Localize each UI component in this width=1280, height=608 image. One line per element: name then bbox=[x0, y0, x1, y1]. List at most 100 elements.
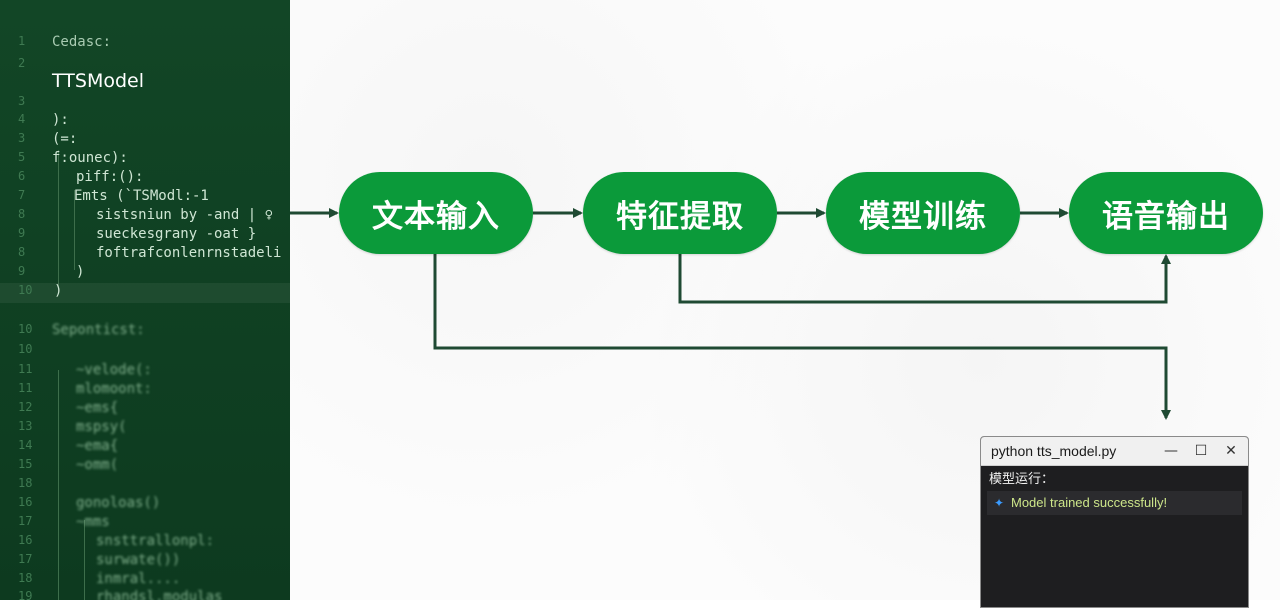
terminal-title: python tts_model.py bbox=[991, 443, 1117, 459]
indent-guide bbox=[74, 190, 75, 270]
line-number: 13 bbox=[18, 419, 33, 433]
line-number: 10 bbox=[18, 322, 33, 336]
arrow-input-to-terminal bbox=[433, 254, 1171, 420]
code-text: ~ema{ bbox=[76, 438, 119, 454]
code-line: 3 bbox=[0, 94, 290, 114]
code-text: mspsy( bbox=[76, 419, 127, 435]
code-text: surwate()) bbox=[96, 552, 181, 568]
terminal-body[interactable]: 模型运行： ✦ Model trained successfully! bbox=[981, 466, 1248, 519]
code-line: 1 Cedasc: bbox=[0, 34, 290, 54]
code-line: 9 ) bbox=[0, 264, 290, 284]
code-line: 8 sistsniun by -and | ♀ bbox=[0, 207, 290, 227]
terminal-success-line: ✦ Model trained successfully! bbox=[987, 491, 1242, 515]
line-number: 6 bbox=[18, 169, 26, 183]
line-number: 11 bbox=[18, 362, 33, 376]
code-editor-panel: 1 Cedasc: 2 TTSModel 3 4 ): 3 (=: 5 f:ou… bbox=[0, 0, 290, 600]
line-number: 10 bbox=[18, 342, 33, 356]
code-line: 7 Emts (`TSModl:-1 bbox=[0, 188, 290, 208]
code-line: 11 mlomoont: bbox=[0, 381, 290, 401]
code-text: inmral.... bbox=[96, 571, 181, 587]
code-line: 9 sueckesgrany -oat } bbox=[0, 226, 290, 246]
code-line: 6 piff:(): bbox=[0, 169, 290, 189]
sparkle-icon: ✦ bbox=[993, 496, 1005, 510]
indent-guide bbox=[58, 370, 59, 600]
line-number: 3 bbox=[18, 94, 26, 108]
code-text: ~omm( bbox=[76, 457, 119, 473]
code-line: 10 Seponticst: bbox=[0, 322, 290, 342]
line-number: 12 bbox=[18, 400, 33, 414]
line-number: 17 bbox=[18, 514, 33, 528]
line-number: 3 bbox=[18, 131, 26, 145]
success-message: Model trained successfully! bbox=[1011, 495, 1168, 510]
code-text: f:ounec): bbox=[52, 150, 128, 166]
code-text: ) bbox=[54, 283, 63, 299]
code-line: 13 mspsy( bbox=[0, 419, 290, 439]
line-number: 11 bbox=[18, 381, 33, 395]
code-line: 2 bbox=[0, 56, 290, 76]
node-label: 模型训练 bbox=[859, 198, 987, 235]
node-model-training[interactable]: 模型训练 bbox=[826, 172, 1020, 254]
line-number: 7 bbox=[18, 188, 26, 202]
code-text: Seponticst: bbox=[52, 322, 145, 338]
code-line: 18 inmral.... bbox=[0, 571, 290, 591]
code-line-highlighted: 10 ) bbox=[0, 283, 290, 303]
maximize-icon: ☐ bbox=[1194, 443, 1208, 459]
code-line: 5 f:ounec): bbox=[0, 150, 290, 170]
code-line: 12 ~ems{ bbox=[0, 400, 290, 420]
minimize-button[interactable]: — bbox=[1156, 437, 1186, 465]
code-text: Cedasc: bbox=[52, 34, 112, 50]
code-line: 11 ~velode(: bbox=[0, 362, 290, 382]
arrow-feature-to-output-loop bbox=[678, 254, 1171, 304]
code-line: TTSModel bbox=[0, 70, 290, 92]
line-number: 14 bbox=[18, 438, 33, 452]
node-label: 文本输入 bbox=[372, 198, 500, 235]
line-number: 4 bbox=[18, 112, 26, 126]
code-text: sistsniun by -and | ♀ bbox=[96, 207, 274, 223]
code-line: 15 ~omm( bbox=[0, 457, 290, 477]
line-number: 18 bbox=[18, 476, 33, 490]
line-number: 1 bbox=[18, 34, 26, 48]
code-text: ~ems{ bbox=[76, 400, 119, 416]
code-text: mlomoont: bbox=[76, 381, 152, 397]
node-speech-output[interactable]: 语音输出 bbox=[1069, 172, 1263, 254]
code-text: piff:(): bbox=[76, 169, 144, 185]
code-line: 19 rhandsl.modulas bbox=[0, 589, 290, 600]
line-number: 8 bbox=[18, 207, 26, 221]
code-line: 10 bbox=[0, 342, 290, 362]
code-class-name: TTSModel bbox=[52, 70, 144, 92]
line-number: 2 bbox=[18, 56, 26, 70]
terminal-window[interactable]: python tts_model.py — ☐ ✕ 模型运行： ✦ Model … bbox=[980, 436, 1249, 608]
line-number: 8 bbox=[18, 245, 26, 259]
code-text: (=: bbox=[52, 131, 78, 147]
line-number: 5 bbox=[18, 150, 26, 164]
line-number: 15 bbox=[18, 457, 33, 471]
line-number: 16 bbox=[18, 495, 33, 509]
line-number: 9 bbox=[18, 226, 26, 240]
minimize-icon: — bbox=[1164, 443, 1178, 459]
line-number: 19 bbox=[18, 589, 33, 600]
line-number: 18 bbox=[18, 571, 33, 585]
terminal-titlebar[interactable]: python tts_model.py — ☐ ✕ bbox=[981, 437, 1248, 466]
code-text: rhandsl.modulas bbox=[96, 589, 223, 600]
node-text-input[interactable]: 文本输入 bbox=[339, 172, 533, 254]
code-line: 16 snsttrallonpl: bbox=[0, 533, 290, 553]
line-number: 10 bbox=[18, 283, 33, 297]
code-text: ~mms bbox=[76, 514, 110, 530]
code-line: 4 ): bbox=[0, 112, 290, 132]
code-line: 14 ~ema{ bbox=[0, 438, 290, 458]
line-number: 9 bbox=[18, 264, 26, 278]
code-line: 17 ~mms bbox=[0, 514, 290, 534]
code-text: ~velode(: bbox=[76, 362, 152, 378]
code-text: foftrafconlenrnstadeli bbox=[96, 245, 282, 261]
node-feature-extraction[interactable]: 特征提取 bbox=[583, 172, 777, 254]
code-line: 16 gonoloas() bbox=[0, 495, 290, 515]
code-text: Emts (`TSModl:-1 bbox=[74, 188, 209, 204]
indent-guide bbox=[84, 520, 85, 600]
code-text: snsttrallonpl: bbox=[96, 533, 215, 549]
maximize-button[interactable]: ☐ bbox=[1186, 437, 1216, 465]
terminal-output-line: 模型运行： bbox=[989, 471, 1055, 486]
close-button[interactable]: ✕ bbox=[1216, 437, 1246, 465]
close-icon: ✕ bbox=[1225, 443, 1237, 459]
code-line: 17 surwate()) bbox=[0, 552, 290, 572]
